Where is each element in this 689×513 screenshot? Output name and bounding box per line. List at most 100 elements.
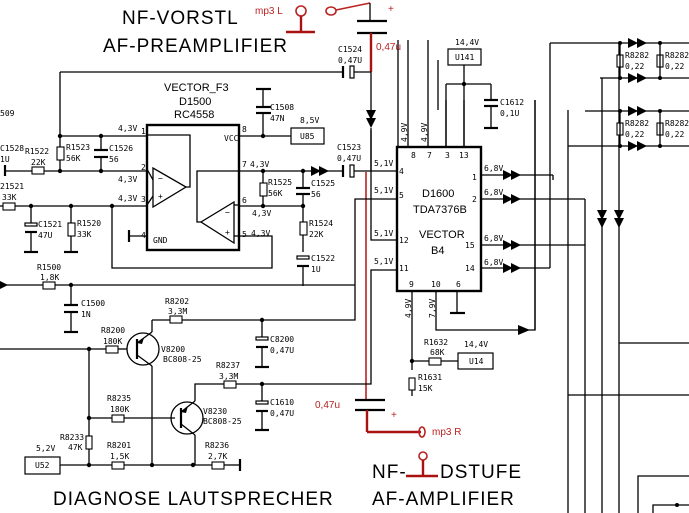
amp-pin-7: 7 bbox=[427, 151, 432, 160]
preamp-supply: C1508 47N U85 8,5V bbox=[239, 87, 325, 145]
voltage-u141: 14,4V bbox=[455, 38, 479, 47]
r1523-body bbox=[56, 146, 65, 161]
r1522-ref: R1522 bbox=[25, 147, 49, 156]
ic-preamp-body bbox=[145, 123, 241, 252]
r8202-ref: R8202 bbox=[165, 297, 189, 306]
r1523-ref: R1523 bbox=[66, 143, 90, 152]
voltage-u52: 5,2V bbox=[36, 444, 55, 453]
r8233-body bbox=[85, 435, 93, 450]
r8282c-ref: R8282 bbox=[625, 119, 649, 128]
r1523-val: 56K bbox=[66, 154, 81, 163]
voltage-u14: 14,4V bbox=[464, 340, 488, 349]
voltage-pin3: 4,3V bbox=[118, 194, 137, 203]
r8201-val: 1,5K bbox=[110, 452, 129, 461]
c1612-ref: C1612 bbox=[500, 98, 524, 107]
r8235-body bbox=[111, 414, 125, 423]
r1524-val: 22K bbox=[309, 230, 324, 239]
arrow-icon bbox=[311, 166, 321, 176]
mod-plus-bottom: + bbox=[391, 410, 397, 421]
amp-pin-13: 13 bbox=[459, 151, 469, 160]
c1524-val: 0,47U bbox=[338, 56, 362, 65]
supply-u52-label: U52 bbox=[35, 461, 50, 470]
voltage-amp-pin5: 5,1V bbox=[374, 186, 393, 195]
voltage-u85: 8,5V bbox=[300, 116, 319, 125]
r8202-val: 3,3M bbox=[168, 307, 187, 316]
diagnose-circuit: R8202 3,3M C8200 0,47U V8200 BC808-25 R8… bbox=[0, 297, 294, 475]
c1610-ref: C1610 bbox=[270, 398, 294, 407]
opamp-b-minus: − bbox=[225, 208, 230, 217]
r1632-body bbox=[428, 357, 442, 366]
amp-pin-14: 14 bbox=[465, 264, 475, 273]
arrow-icon bbox=[366, 110, 376, 120]
r1520-body bbox=[67, 222, 76, 237]
c1522-val: 1U bbox=[311, 265, 321, 274]
r1525-val: 56K bbox=[268, 189, 283, 198]
mod-plus-top: + bbox=[388, 4, 394, 15]
c1522-ref: C1522 bbox=[311, 254, 335, 263]
voltage-amp-pin12: 5,1V bbox=[374, 229, 393, 238]
r1521-val: 33K bbox=[2, 193, 17, 202]
title-amp-en: AF-AMPLIFIER bbox=[372, 489, 515, 510]
jack-symbol-icon bbox=[418, 451, 428, 461]
voltage-amp-pin4: 5,1V bbox=[374, 159, 393, 168]
c1500-val: 1N bbox=[81, 310, 91, 319]
opamp-b-plus: + bbox=[225, 228, 230, 237]
jack-l-ring-icon bbox=[295, 5, 307, 17]
pin-6: 6 bbox=[242, 196, 247, 205]
r8201-body bbox=[111, 461, 125, 470]
c1523-ref: C1523 bbox=[337, 143, 361, 152]
title-amp-de-left: NF- bbox=[372, 462, 407, 483]
arrow-icon bbox=[518, 325, 530, 335]
r1632-ref: R1632 bbox=[424, 338, 448, 347]
c1612-val: 0,1U bbox=[500, 109, 519, 118]
pin-1: 1 bbox=[141, 127, 146, 136]
ic-amp-body bbox=[395, 145, 483, 293]
c1525-val: 56 bbox=[311, 190, 321, 199]
voltage-amp-pin11: 5,1V bbox=[374, 257, 393, 266]
c1521-val: 47U bbox=[38, 231, 53, 240]
ic-preamp-name3: RC4558 bbox=[174, 109, 214, 121]
pin-3: 3 bbox=[141, 195, 146, 204]
r8200-val: 180K bbox=[103, 337, 122, 346]
mp3-r-label: mp3 R bbox=[432, 427, 461, 438]
c1523-val: 0,47U bbox=[337, 154, 361, 163]
amp-bias: R1632 68K U14 14,4V R1631 15K bbox=[408, 338, 494, 396]
supply-u14 bbox=[457, 352, 494, 370]
amp-pin-1: 1 bbox=[472, 173, 477, 182]
voltage-pin1: 4,3V bbox=[118, 124, 137, 133]
supply-u14-label: U14 bbox=[469, 357, 484, 366]
ic-preamp-gnd: GND bbox=[153, 236, 168, 245]
pin-8: 8 bbox=[242, 125, 247, 134]
voltage-amp-pin7: 4,9V bbox=[420, 123, 429, 142]
voltage-pin2: 4,3V bbox=[118, 175, 137, 184]
opamp-a-minus: − bbox=[158, 174, 163, 183]
r8282-network: R8282 0,22 R8282 0,22 R8282 0,22 R8282 0… bbox=[616, 38, 689, 151]
r1500-ref: R1500 bbox=[37, 263, 61, 272]
preamp-input-network: 509 4,3V C1528 1U R1522 22K 4,3V R1523 5… bbox=[0, 71, 355, 334]
voltage-amp-pin10: 7,9V bbox=[428, 299, 437, 318]
pin-7: 7 bbox=[242, 160, 247, 169]
r1524-body bbox=[299, 221, 308, 236]
r1522-val: 22K bbox=[31, 158, 46, 167]
r1525-ref: R1525 bbox=[268, 178, 292, 187]
r8282b-val: 0,22 bbox=[665, 62, 684, 71]
r1520-val: 33K bbox=[77, 230, 92, 239]
voltage-pin5: 4,3V bbox=[251, 229, 270, 238]
c1508-val: 47N bbox=[270, 114, 285, 123]
opamp-a-icon bbox=[152, 166, 188, 209]
c1528-ref: C1528 bbox=[0, 144, 24, 153]
c8200-val: 0,47U bbox=[270, 346, 294, 355]
ic-d1500: VECTOR_F3 D1500 RC4558 VCC GND 1 2 3 4 5… bbox=[141, 82, 247, 252]
c1521-ref: C1521 bbox=[38, 220, 62, 229]
r1524-ref: R1524 bbox=[309, 219, 333, 228]
r8282b-ref: R8282 bbox=[665, 51, 689, 60]
r1631-ref: R1631 bbox=[418, 373, 442, 382]
c1524-ref: C1524 bbox=[338, 45, 362, 54]
v8230-val: BC808-25 bbox=[203, 417, 242, 426]
amp-pin-15: 15 bbox=[465, 241, 475, 250]
ic-preamp-vcc: VCC bbox=[224, 134, 239, 143]
voltage-amp-pin2: 6,8V bbox=[484, 188, 503, 197]
amp-pin-6: 6 bbox=[456, 280, 461, 289]
arrow-icon bbox=[366, 118, 376, 128]
